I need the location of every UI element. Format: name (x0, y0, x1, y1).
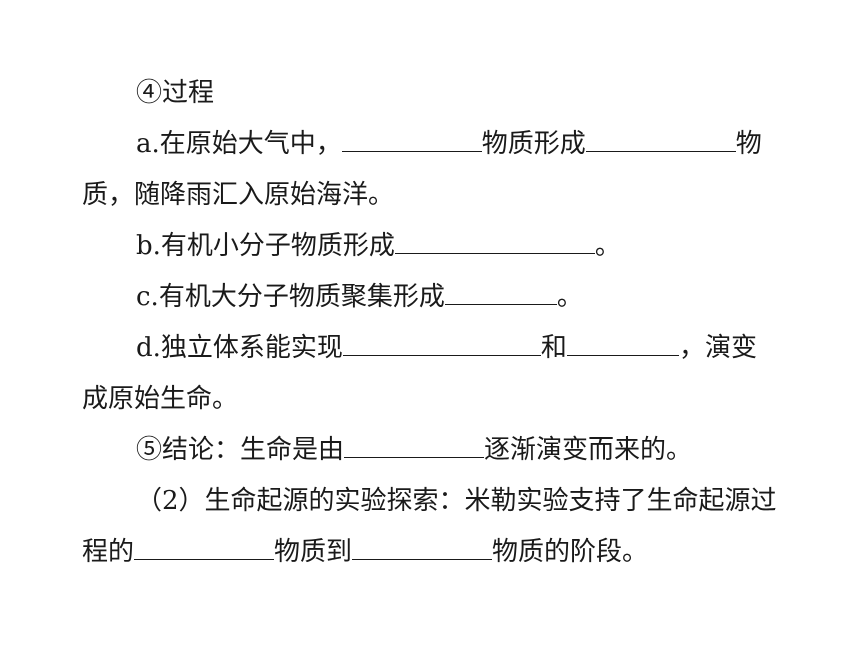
item-a-text-3: 物 (735, 129, 762, 159)
item-c-text-2: 。 (556, 282, 583, 312)
item-d-text-1: d.独立体系能实现 (136, 333, 343, 363)
blank-a2[interactable] (585, 124, 736, 152)
experiment-text-1: （2）生命起源的实验探索：米勒实验支持了生命起源过 (136, 486, 777, 516)
experiment-text-4: 物质的阶段。 (492, 537, 649, 567)
item-c-text-1: c.有机大分子物质聚集形成 (136, 282, 445, 312)
blank-exp1[interactable] (134, 532, 275, 560)
heading-process: ④过程 (136, 73, 860, 113)
blank-d2[interactable] (566, 328, 679, 356)
item-a-text-2: 物质形成 (481, 129, 586, 159)
conclusion-text-2: 逐渐演变而来的。 (484, 435, 693, 465)
blank-a1[interactable] (341, 124, 482, 152)
item-d-text-4: 成原始生命。 (82, 384, 239, 414)
item-d-text-3: ，演变 (678, 333, 757, 363)
item-c-line: c.有机大分子物质聚集形成 。 (136, 277, 860, 317)
blank-d1[interactable] (342, 328, 541, 356)
process-heading-text: ④过程 (136, 78, 215, 108)
item-a-line: a.在原始大气中， 物质形成 物 (136, 124, 860, 164)
item-b-text-2: 。 (594, 231, 621, 261)
item-b-line: b.有机小分子物质形成 。 (136, 226, 860, 266)
experiment-continuation: 程的 物质到 物质的阶段。 (82, 532, 860, 572)
experiment-line: （2）生命起源的实验探索：米勒实验支持了生命起源过 (136, 481, 860, 521)
blank-exp2[interactable] (352, 532, 493, 560)
blank-c[interactable] (444, 277, 557, 305)
conclusion-text-1: ⑤结论：生命是由 (136, 435, 345, 465)
experiment-text-3: 物质到 (274, 537, 353, 567)
blank-conclusion[interactable] (344, 430, 485, 458)
item-d-text-2: 和 (540, 333, 567, 363)
blank-b[interactable] (394, 226, 595, 254)
conclusion-line: ⑤结论：生命是由 逐渐演变而来的。 (136, 430, 860, 470)
item-d-continuation: 成原始生命。 (82, 379, 860, 419)
item-a-text-4: 质，随降雨汇入原始海洋。 (82, 180, 395, 210)
item-d-line: d.独立体系能实现 和 ，演变 (136, 328, 860, 368)
item-a-continuation: 质，随降雨汇入原始海洋。 (82, 175, 860, 215)
item-a-text-1: a.在原始大气中， (136, 129, 342, 159)
item-b-text-1: b.有机小分子物质形成 (136, 231, 395, 261)
experiment-text-2: 程的 (82, 537, 135, 567)
